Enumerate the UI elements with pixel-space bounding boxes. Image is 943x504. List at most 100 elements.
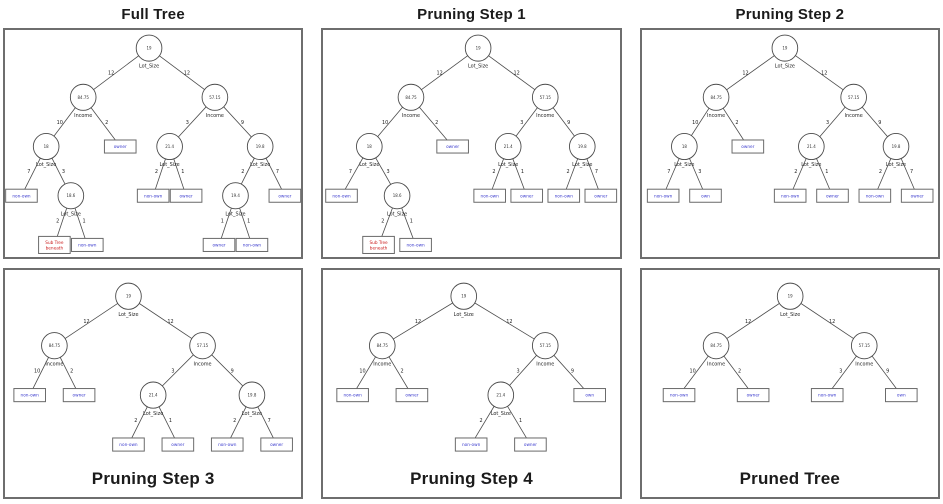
decision-node-circle bbox=[532, 332, 559, 360]
edge-count-label: 12 bbox=[167, 319, 173, 325]
split-value-label: 19 bbox=[147, 46, 152, 51]
split-value-label: 19 bbox=[126, 294, 131, 299]
leaf-label: own bbox=[586, 394, 595, 399]
edge-count-label: 1 bbox=[519, 418, 522, 424]
leaf-label: non-own bbox=[818, 394, 837, 399]
split-value-label: 21.4 bbox=[497, 393, 506, 398]
edge-count-label: 12 bbox=[108, 71, 114, 77]
leaf-node-box bbox=[810, 388, 844, 403]
split-value-label: 19.8 bbox=[248, 393, 257, 398]
edge-count-label: 2 bbox=[105, 120, 108, 126]
tree-edge bbox=[411, 47, 479, 98]
leaf-node-box bbox=[71, 237, 104, 252]
pruned-subtree-label: beneath bbox=[370, 245, 388, 251]
edge-count-label: 2 bbox=[480, 418, 483, 424]
edge-count-label: 12 bbox=[415, 319, 421, 325]
edge-count-label: 1 bbox=[521, 169, 524, 175]
split-variable-label: Lot_Size bbox=[454, 312, 474, 318]
split-variable-label: Lot_Size bbox=[468, 64, 488, 70]
split-variable-label: Lot_Size bbox=[61, 211, 81, 217]
leaf-label: owner bbox=[521, 193, 534, 199]
split-variable-label: Lot_Size bbox=[886, 162, 906, 168]
edge-count-label: 2 bbox=[56, 218, 59, 224]
leaf-node-box bbox=[112, 437, 145, 452]
decision-node-circle bbox=[222, 182, 249, 210]
leaf-label: non-own bbox=[865, 194, 884, 199]
leaf-label: non-own bbox=[144, 194, 163, 199]
edge-count-label: 9 bbox=[241, 120, 244, 126]
edge-count-label: 2 bbox=[567, 169, 570, 175]
leaf-node-box bbox=[5, 188, 38, 203]
leaf-label: owner bbox=[446, 144, 459, 150]
leaf-node-box bbox=[662, 388, 695, 403]
leaf-node-box bbox=[884, 388, 918, 403]
edge-count-label: 3 bbox=[698, 169, 701, 175]
decision-node-circle bbox=[702, 83, 730, 111]
decision-node-circle bbox=[450, 282, 478, 310]
edge-count-label: 2 bbox=[401, 368, 404, 374]
tree-edge bbox=[715, 295, 791, 347]
panel-title: Pruning Step 4 bbox=[410, 469, 533, 488]
leaf-label: own bbox=[897, 394, 906, 399]
decision-node-circle bbox=[246, 133, 274, 161]
edge-count-label: 7 bbox=[349, 169, 352, 175]
split-variable-label: Lot_Size bbox=[160, 162, 180, 168]
leaf-node-box bbox=[436, 139, 470, 154]
edge-count-label: 2 bbox=[735, 120, 738, 126]
split-value-label: 84.75 bbox=[710, 95, 722, 100]
edge-count-label: 2 bbox=[493, 169, 496, 175]
leaf-node-box bbox=[688, 188, 722, 203]
decision-node-circle bbox=[850, 332, 878, 360]
split-variable-label: Lot_Size bbox=[118, 312, 138, 318]
tree-edge bbox=[784, 47, 854, 98]
edge-count-label: 2 bbox=[879, 169, 882, 175]
decision-node-circle bbox=[201, 83, 229, 111]
leaf-label: non-own bbox=[12, 194, 31, 199]
edge-count-label: 12 bbox=[184, 71, 190, 77]
edge-count-label: 7 bbox=[595, 169, 598, 175]
decision-node-circle bbox=[487, 381, 515, 409]
edge-count-label: 2 bbox=[155, 169, 158, 175]
split-value-label: 19.8 bbox=[256, 144, 265, 149]
panel-title: Pruned Tree bbox=[739, 469, 841, 488]
leaf-node-box bbox=[13, 388, 46, 403]
leaf-node-box bbox=[473, 188, 507, 203]
leaf-node-box bbox=[336, 388, 370, 403]
split-value-label: 19 bbox=[462, 294, 467, 299]
split-variable-label: Lot_Size bbox=[387, 211, 407, 217]
decision-node-circle bbox=[670, 133, 698, 161]
leaf-node-box bbox=[773, 188, 807, 203]
edge-count-label: 1 bbox=[825, 169, 828, 175]
leaf-label: own bbox=[701, 194, 710, 199]
leaf-label: owner bbox=[910, 193, 923, 199]
split-value-label: 18 bbox=[367, 144, 372, 149]
edge-count-label: 2 bbox=[70, 368, 73, 374]
edge-count-label: 12 bbox=[514, 71, 520, 77]
leaf-node-box bbox=[268, 188, 302, 203]
decision-node-circle bbox=[115, 282, 142, 310]
edge-count-label: 9 bbox=[878, 120, 881, 126]
decision-node-circle bbox=[465, 34, 492, 62]
split-variable-label: Income bbox=[45, 361, 63, 367]
edge-count-label: 2 bbox=[233, 418, 236, 424]
leaf-label: owner bbox=[746, 393, 759, 399]
decision-node-circle bbox=[840, 83, 867, 111]
edge-count-label: 7 bbox=[667, 169, 670, 175]
decision-node-circle bbox=[369, 332, 396, 360]
tree-edge bbox=[715, 47, 785, 98]
decision-node-circle bbox=[771, 34, 798, 62]
leaf-label: owner bbox=[595, 193, 608, 199]
split-value-label: 19 bbox=[787, 294, 792, 299]
